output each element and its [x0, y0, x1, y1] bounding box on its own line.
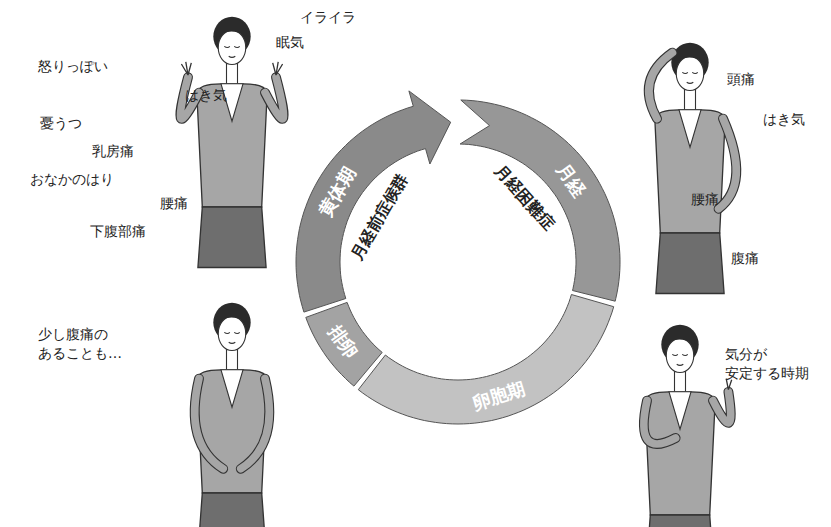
- symptom-label: 下腹部痛: [90, 222, 146, 241]
- symptom-label: 腹痛: [731, 249, 759, 268]
- arm: [195, 379, 224, 469]
- segment-shape: [358, 295, 613, 425]
- woman-figure: [180, 17, 283, 268]
- symptom-label: 頭痛: [727, 70, 755, 89]
- arm: [713, 392, 731, 423]
- symptom-label: 少し腹痛の あることも…: [38, 325, 138, 363]
- symptom-label: おなかのはり: [30, 170, 114, 189]
- symptom-label: イライラ: [300, 8, 356, 27]
- arm: [265, 77, 284, 119]
- fingers: [181, 62, 282, 75]
- woman-body: [655, 43, 725, 294]
- arm: [241, 379, 270, 469]
- arm: [713, 392, 731, 423]
- woman-body: [197, 303, 267, 527]
- symptom-label: 腰痛: [691, 190, 719, 209]
- symptom-label: 気分が 安定する時期: [725, 345, 825, 383]
- arm: [265, 77, 284, 119]
- woman-figure: [649, 43, 736, 294]
- arm: [644, 401, 676, 444]
- woman-figure: [644, 325, 732, 527]
- arm: [719, 119, 737, 209]
- arm: [649, 53, 673, 119]
- symptom-label: 怒りっぽい: [38, 57, 108, 76]
- arm: [649, 53, 673, 119]
- arm: [644, 401, 676, 444]
- symptom-label: はき気: [763, 110, 805, 129]
- symptom-label: 乳房痛: [92, 142, 134, 161]
- arm: [719, 119, 737, 209]
- arm: [195, 379, 224, 469]
- symptom-label: 腰痛: [160, 194, 188, 213]
- symptom-label: 眠気: [276, 33, 304, 52]
- segment-shape: [460, 100, 620, 301]
- woman-body: [645, 325, 715, 527]
- symptom-label: 憂うつ: [40, 114, 82, 133]
- woman-body: [197, 17, 267, 268]
- symptom-label: はき気: [185, 86, 227, 105]
- cycle-phase-segment: 黄体期: [296, 90, 451, 313]
- cycle-phase-segment: 卵胞期: [358, 294, 614, 424]
- arm: [241, 379, 270, 469]
- woman-figure: [195, 303, 270, 527]
- segment-shape: [296, 91, 451, 312]
